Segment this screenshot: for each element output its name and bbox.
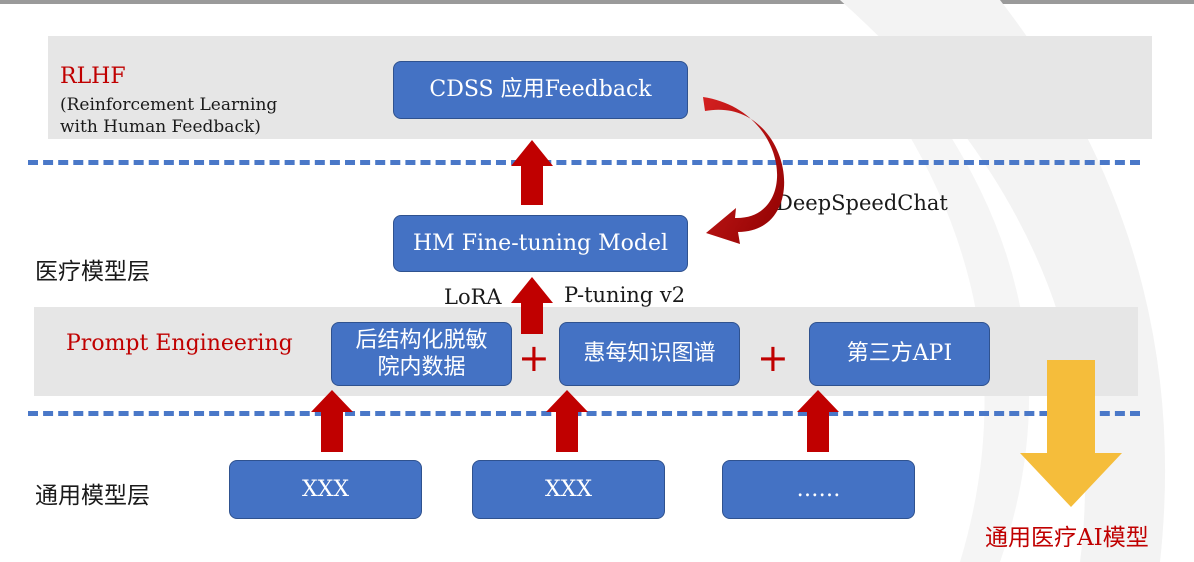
knowledge-graph-label: 惠每知识图谱 (583, 341, 716, 367)
general-model-box-3: …… (722, 460, 915, 519)
plus-sign-1: + (518, 336, 550, 380)
up-arrow-gen1 (311, 390, 353, 452)
general-model-box-1: XXX (229, 460, 422, 519)
up-arrow-gen2 (546, 390, 588, 452)
curved-feedback-arrow (703, 97, 785, 244)
top-border (0, 0, 1194, 4)
up-arrow-hospital-to-hm (511, 277, 553, 334)
hospital-data-box: 后结构化脱敏 院内数据 (331, 322, 512, 386)
rlhf-subtitle-1: (Reinforcement Learning (60, 95, 278, 115)
rlhf-title: RLHF (60, 64, 126, 89)
rlhf-subtitle-2: with Human Feedback) (60, 117, 261, 137)
plus-sign-2: + (757, 336, 789, 380)
prompt-engineering-label: Prompt Engineering (66, 331, 293, 356)
deepspeedchat-label: DeepSpeedChat (776, 191, 948, 215)
general-model-label-2: XXX (545, 476, 592, 502)
third-party-api-label: 第三方API (846, 341, 953, 367)
hospital-data-line2: 院内数据 (377, 355, 466, 380)
general-model-label-3: …… (796, 476, 841, 502)
cdss-feedback-label: CDSS 应用Feedback (429, 77, 652, 103)
general-model-box-2: XXX (472, 460, 665, 519)
knowledge-graph-box: 惠每知识图谱 (559, 322, 740, 386)
lora-label: LoRA (444, 285, 502, 309)
hm-finetuning-box: HM Fine-tuning Model (393, 215, 688, 272)
cdss-feedback-box: CDSS 应用Feedback (393, 61, 688, 119)
separator-top (28, 160, 1140, 165)
up-arrow-gen3 (797, 390, 839, 452)
separator-bottom (28, 411, 1140, 416)
general-medical-ai-label: 通用医疗AI模型 (985, 525, 1149, 551)
hm-finetuning-label: HM Fine-tuning Model (413, 230, 668, 256)
medical-layer-label: 医疗模型层 (35, 259, 150, 285)
general-layer-label: 通用模型层 (35, 483, 150, 509)
hospital-data-line1: 后结构化脱敏 (355, 327, 488, 353)
up-arrow-hm-to-cdss (511, 140, 553, 205)
ptuning-label: P-tuning v2 (564, 283, 686, 307)
third-party-api-box: 第三方API (809, 322, 990, 386)
down-arrow-gold (1020, 360, 1122, 507)
general-model-label-1: XXX (302, 476, 349, 502)
